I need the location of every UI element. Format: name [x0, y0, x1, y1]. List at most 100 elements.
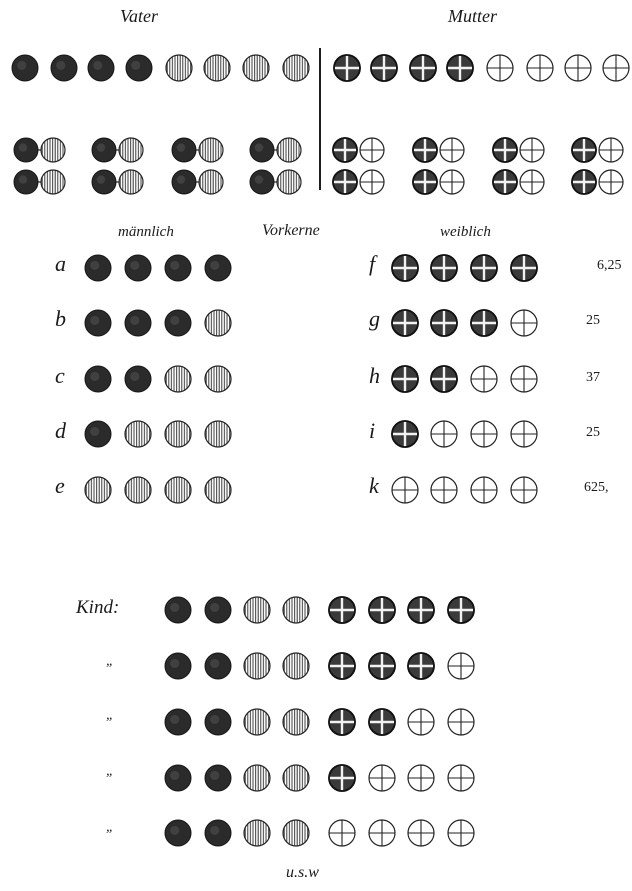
child-male-chromosome — [203, 763, 233, 793]
child-male-chromosome — [203, 651, 233, 681]
male-row-label-b: b — [55, 306, 66, 332]
father-chromosome — [86, 53, 116, 83]
child-male-chromosome — [281, 595, 311, 625]
child-male-chromosome — [163, 818, 193, 848]
mother-pair-chromosome — [358, 168, 386, 196]
male-pronucleus-chromosome — [203, 364, 233, 394]
father-pair-chromosome — [12, 168, 40, 196]
child-male-chromosome — [242, 818, 272, 848]
usw-footer: u.s.w — [286, 864, 319, 882]
female-row-value-g: 25 — [586, 313, 600, 329]
female-pronucleus-chromosome — [390, 364, 420, 394]
child-male-chromosome — [163, 707, 193, 737]
female-row-label-f: f — [369, 251, 375, 277]
male-pronucleus-chromosome — [203, 419, 233, 449]
mother-heading: Mutter — [448, 6, 497, 27]
female-pronucleus-chromosome — [429, 253, 459, 283]
father-pair-chromosome — [12, 136, 40, 164]
male-row-label-a: a — [55, 251, 66, 277]
child-male-chromosome — [281, 651, 311, 681]
female-row-value-k: 625, — [584, 480, 609, 496]
child-male-chromosome — [242, 763, 272, 793]
child-female-chromosome — [406, 763, 436, 793]
mother-pair-chromosome — [411, 168, 439, 196]
father-pair-chromosome — [170, 168, 198, 196]
female-pronucleus-chromosome — [390, 419, 420, 449]
female-row-value-h: 37 — [586, 370, 600, 386]
mother-pair-chromosome — [331, 136, 359, 164]
father-pair-chromosome — [117, 136, 145, 164]
child-female-chromosome — [406, 595, 436, 625]
mother-pair-chromosome — [518, 168, 546, 196]
child-male-chromosome — [281, 818, 311, 848]
female-pronucleus-chromosome — [469, 419, 499, 449]
child-female-chromosome — [406, 651, 436, 681]
child-female-chromosome — [327, 651, 357, 681]
mother-chromosome — [369, 53, 399, 83]
mother-chromosome — [563, 53, 593, 83]
male-pronucleus-chromosome — [83, 364, 113, 394]
female-pronucleus-chromosome — [469, 253, 499, 283]
child-female-chromosome — [406, 707, 436, 737]
female-pronucleus-chromosome — [509, 364, 539, 394]
male-pronucleus-chromosome — [203, 475, 233, 505]
child-male-chromosome — [242, 595, 272, 625]
male-pronucleus-chromosome — [123, 364, 153, 394]
mother-pair-chromosome — [411, 136, 439, 164]
father-chromosome — [124, 53, 154, 83]
female-pronucleus-chromosome — [509, 253, 539, 283]
male-pronucleus-chromosome — [123, 475, 153, 505]
child-female-chromosome — [327, 595, 357, 625]
father-pair-chromosome — [197, 168, 225, 196]
mother-pair-chromosome — [518, 136, 546, 164]
father-pair-chromosome — [39, 168, 67, 196]
male-pronucleus-chromosome — [83, 475, 113, 505]
child-male-chromosome — [163, 763, 193, 793]
male-pronucleus-chromosome — [203, 253, 233, 283]
mother-chromosome — [408, 53, 438, 83]
female-pronucleus-chromosome — [509, 475, 539, 505]
child-female-chromosome — [367, 818, 397, 848]
mother-pair-chromosome — [491, 136, 519, 164]
male-pronucleus-chromosome — [163, 364, 193, 394]
child-male-chromosome — [163, 651, 193, 681]
mother-pair-chromosome — [331, 168, 359, 196]
mother-chromosome — [445, 53, 475, 83]
female-row-value-i: 25 — [586, 425, 600, 441]
child-male-chromosome — [242, 707, 272, 737]
father-chromosome — [164, 53, 194, 83]
father-heading: Vater — [120, 6, 158, 27]
female-pronucleus-chromosome — [509, 419, 539, 449]
child-female-chromosome — [446, 763, 476, 793]
child-female-chromosome — [446, 651, 476, 681]
father-chromosome — [281, 53, 311, 83]
father-pair-chromosome — [248, 168, 276, 196]
father-chromosome — [10, 53, 40, 83]
female-pronucleus-chromosome — [429, 364, 459, 394]
female-pronucleus-chromosome — [390, 475, 420, 505]
female-pronucleus-chromosome — [429, 419, 459, 449]
child-female-chromosome — [406, 818, 436, 848]
father-chromosome — [202, 53, 232, 83]
child-ditto-2: „ — [106, 654, 114, 670]
child-female-chromosome — [327, 763, 357, 793]
mother-pair-chromosome — [438, 136, 466, 164]
mother-chromosome — [485, 53, 515, 83]
mother-pair-chromosome — [491, 168, 519, 196]
female-pronucleus-chromosome — [469, 308, 499, 338]
female-pronucleus-chromosome — [509, 308, 539, 338]
mother-pair-chromosome — [570, 168, 598, 196]
child-ditto-4: „ — [106, 764, 114, 780]
female-pronucleus-chromosome — [429, 475, 459, 505]
child-male-chromosome — [203, 818, 233, 848]
child-female-chromosome — [446, 595, 476, 625]
parent-divider — [319, 48, 321, 190]
child-female-chromosome — [367, 651, 397, 681]
mother-pair-chromosome — [358, 136, 386, 164]
female-pronucleus-chromosome — [429, 308, 459, 338]
female-row-label-h: h — [369, 363, 380, 389]
male-pronucleus-chromosome — [83, 308, 113, 338]
male-pronucleus-chromosome — [163, 253, 193, 283]
female-pronucleus-chromosome — [469, 364, 499, 394]
